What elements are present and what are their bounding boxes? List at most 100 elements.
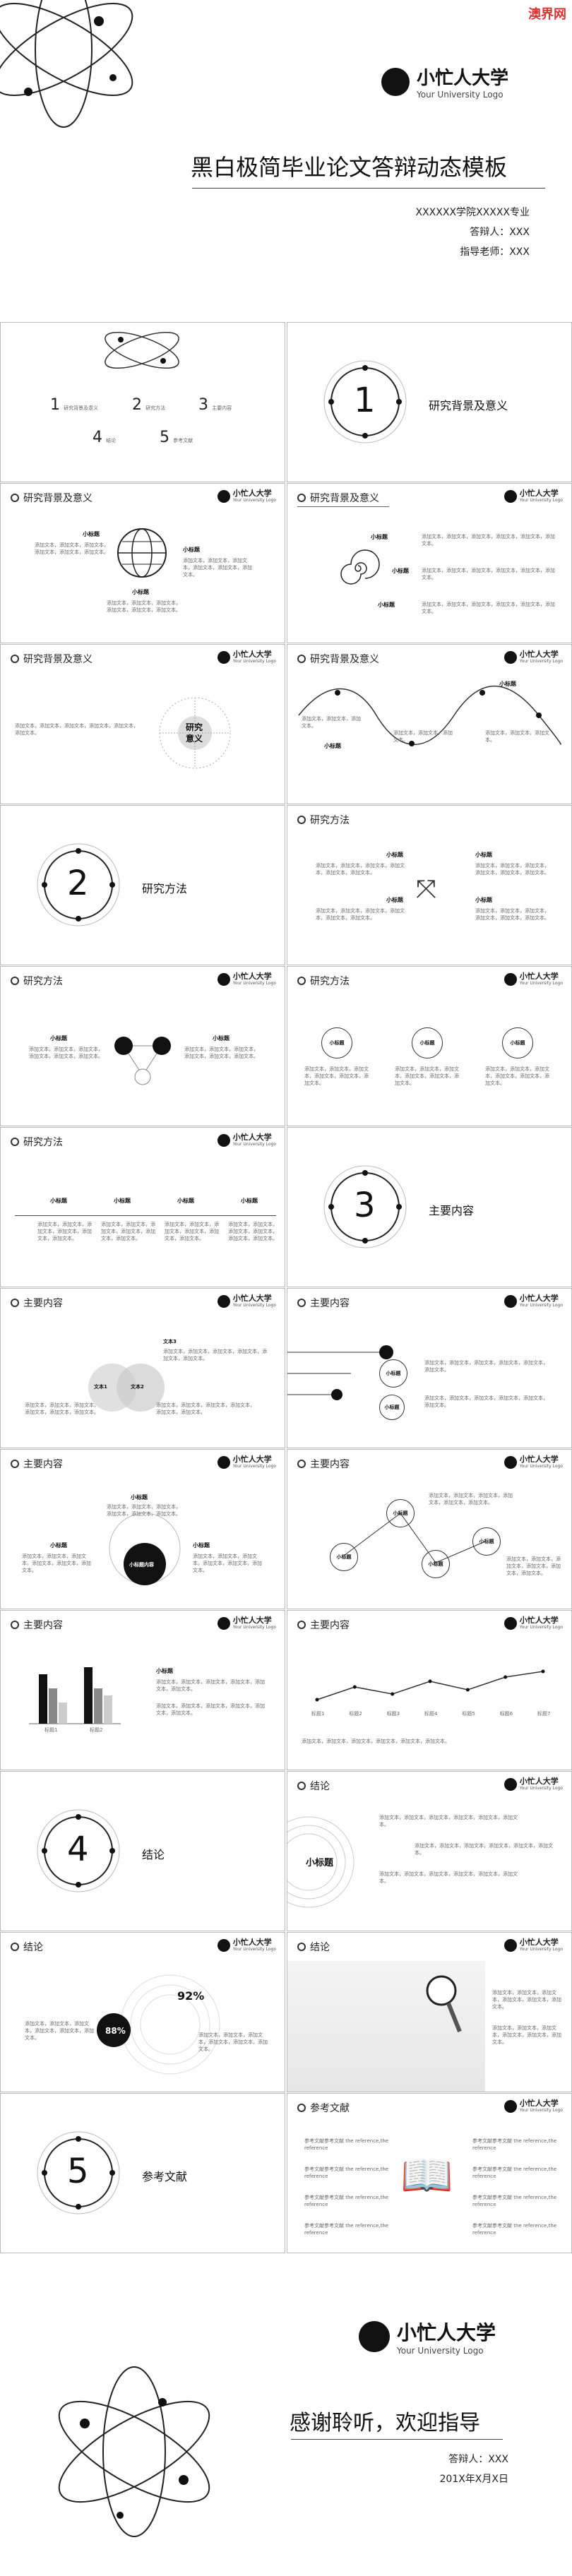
bar-text-1: 添加文本，添加文本，添加文本，添加文本，添加文本，添加文本。	[156, 1679, 265, 1692]
header-ring-icon	[297, 1299, 306, 1307]
arcs-text-1: 添加文本，添加文本，添加文本，添加文本，添加文本，添加文本。	[379, 1815, 518, 1827]
section-2-slide: 2 研究方法	[0, 805, 285, 965]
brand-mark-icon	[381, 67, 410, 96]
closing-date: 201X年X月X日	[439, 2474, 509, 2485]
brand-name: 小忙人大学	[397, 2321, 496, 2344]
subtitle-bottom: 小标题	[132, 589, 149, 595]
wave-text-2: 添加文本，添加文本，添加文本。	[393, 730, 453, 743]
slide-header: 研究背景及意义	[297, 491, 379, 505]
branch-text-1: 添加文本，添加文本，添加文本，添加文本，添加文本，添加文本。	[424, 1360, 548, 1373]
triangle-nodes	[114, 1037, 171, 1085]
line-tick-label: 标题5	[462, 1710, 475, 1717]
logo-mark-icon	[504, 1455, 517, 1469]
open-book-icon: 📖	[400, 2151, 453, 2200]
sub-right: 小标题	[213, 1035, 230, 1042]
toc-item-2[interactable]: 2 研究方法	[132, 396, 166, 414]
sub-1: 小标题	[386, 852, 403, 858]
cover-dept: XXXXXX学院XXXXX专业	[415, 207, 530, 218]
slide-header: 研究方法	[11, 1135, 63, 1149]
header-ring-icon	[11, 655, 19, 663]
line-tick-label: 标题3	[387, 1710, 400, 1717]
ref-item-4: 参考文献参考文献 the reference,the reference	[304, 2223, 389, 2236]
toc-item-3[interactable]: 3 主要内容	[198, 396, 232, 414]
bar	[59, 1703, 67, 1724]
closing-slide: 小忙人大学 Your University Logo 感谢聆听，欢迎指导 答辩人…	[0, 2254, 572, 2576]
header-ring-icon	[297, 816, 306, 824]
section-title: 研究背景及意义	[429, 399, 508, 412]
slide-header: 结论	[11, 1940, 43, 1954]
toc-item-4[interactable]: 4 结论	[93, 429, 117, 446]
circle-text-3: 添加文本，添加文本，添加文本，添加文本，添加文本，添加文本。	[485, 1066, 549, 1086]
section-3-slide: 3 主要内容	[287, 1127, 572, 1287]
text-1: 添加文本，添加文本，添加文本，添加文本，添加文本，添加文本。	[422, 534, 555, 547]
net-node-4: 小标题	[472, 1527, 501, 1556]
atom-graphic	[0, 0, 133, 128]
ring-sub-left: 小标题	[50, 1542, 67, 1549]
text-right: 添加文本，添加文本，添加文本，添加文本，添加文本，添加文本。	[183, 558, 252, 578]
wave-text-1: 添加文本，添加文本，添加文本。	[302, 716, 361, 729]
wave-sub-1: 小标题	[324, 743, 341, 749]
logo-mark-icon	[217, 489, 230, 503]
wave-line	[298, 686, 561, 746]
header-ring-icon	[297, 977, 306, 985]
title-rule	[192, 188, 545, 189]
sub-4: 小标题	[475, 897, 492, 903]
slide-header: 研究背景及意义	[297, 652, 379, 666]
section-ring	[37, 1809, 120, 1892]
toc-item-5[interactable]: 5 参考文献	[160, 429, 193, 446]
ring-text-right: 添加文本，添加文本，添加文本，添加文本，添加文本，添加文本。	[193, 1554, 262, 1573]
ref-item-6: 参考文献参考文献 the reference,the reference	[472, 2166, 557, 2179]
sub-2: 小标题	[475, 852, 492, 858]
percent-circles	[97, 1974, 220, 2075]
cover-slide: 澳界网 小忙人大学 Your University Logo 黑白极简毕业论文答…	[0, 0, 572, 321]
slide-header: 结论	[297, 1940, 330, 1954]
timeline-line	[15, 1215, 276, 1216]
ring-diagram	[109, 1513, 181, 1585]
txt-2: 添加文本，添加文本，添加文本，添加文本，添加文本，添加文本。	[475, 863, 549, 876]
sub-left: 小标题	[50, 1035, 67, 1042]
s2-arrows-slide: 研究方法 小标题 添加文本，添加文本，添加文本，添加文本，添加文本，添加文本。 …	[287, 805, 572, 965]
text-3: 添加文本，添加文本，添加文本，添加文本，添加文本，添加文本。	[422, 602, 555, 614]
line-point	[315, 1698, 319, 1702]
logo-mark-icon	[217, 1455, 230, 1469]
header-rule	[297, 506, 389, 507]
bar-chart	[29, 1667, 121, 1724]
header-ring-icon	[11, 1299, 19, 1307]
map-text-1: 添加文本，添加文本，添加文本，添加文本，添加文本，添加文本。	[492, 1990, 561, 2010]
text-bottom: 添加文本，添加文本，添加文本，添加文本，添加文本，添加文本。	[107, 600, 181, 613]
header-ring-icon	[297, 1943, 306, 1951]
center-label-1: 研究	[186, 722, 203, 732]
ref-item-1: 参考文献参考文献 the reference,the reference	[304, 2138, 389, 2151]
page-title: 黑白极简毕业论文答辩动态模板	[191, 154, 508, 181]
logo-mark-icon	[217, 1294, 230, 1308]
ref-item-5: 参考文献参考文献 the reference,the reference	[472, 2138, 557, 2151]
header-ring-icon	[297, 2104, 306, 2112]
toc-item-1[interactable]: 1 研究背景及意义	[50, 396, 99, 414]
brand-mark-icon	[359, 2321, 390, 2352]
circle-text-1: 添加文本，添加文本，添加文本，添加文本，添加文本，添加文本。	[304, 1066, 369, 1086]
branch-node-2: 小标题	[379, 1395, 405, 1420]
slide-header: 参考文献	[297, 2101, 350, 2115]
bar-label-1: 标题1	[44, 1727, 58, 1733]
sub-3: 小标题	[386, 897, 403, 903]
venn-text-right: 添加文本，添加文本，添加文本，添加文本，添加文本，添加文本。	[156, 1402, 255, 1415]
venn-text-top: 添加文本，添加文本，添加文本，添加文本，添加文本，添加文本。	[163, 1349, 267, 1361]
closing-atom	[58, 2366, 210, 2537]
line-point	[428, 1679, 432, 1683]
circle-node-3: 小标题	[502, 1027, 533, 1059]
concentric-arcs	[287, 1816, 354, 1908]
bar	[84, 1667, 93, 1724]
logo-mark-icon	[504, 2099, 517, 2113]
logo-mark-icon	[504, 1294, 517, 1308]
ring-sub-top: 小标题	[131, 1494, 148, 1501]
